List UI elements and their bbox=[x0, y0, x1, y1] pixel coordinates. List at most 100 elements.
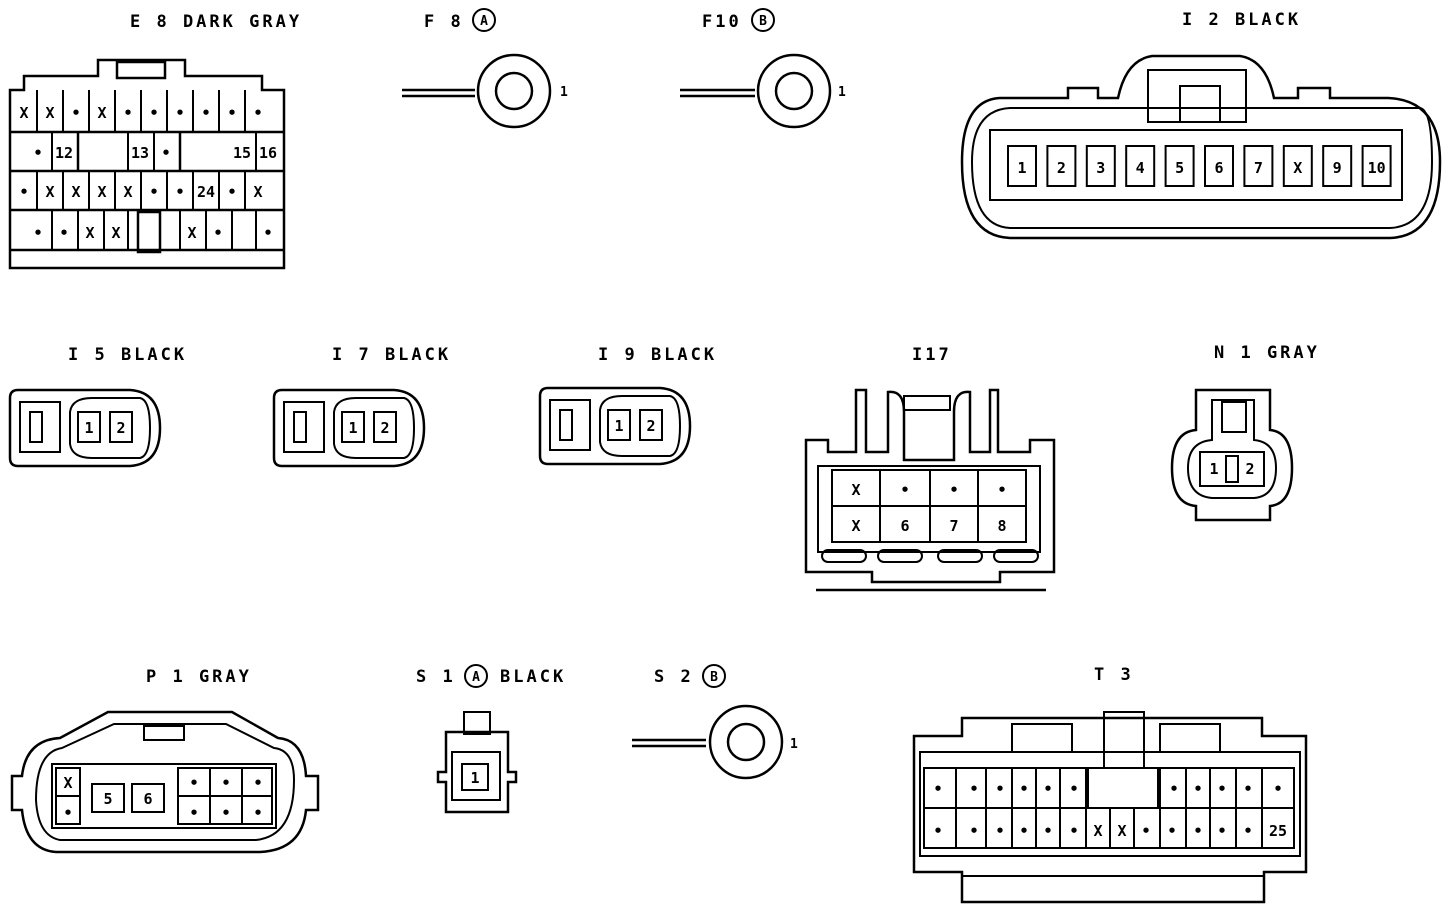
e8-pin: • bbox=[175, 183, 184, 201]
e8-pin: 13 bbox=[131, 144, 149, 162]
i17-pin: • bbox=[900, 481, 909, 499]
i2-pin: 5 bbox=[1175, 159, 1184, 177]
t3-pin: • bbox=[1141, 822, 1150, 840]
e8-pin: • bbox=[149, 104, 158, 122]
f8-title: F 8 bbox=[424, 12, 464, 32]
p1-pin: • bbox=[221, 804, 230, 822]
e8-pin: X bbox=[45, 183, 54, 201]
t3-pin: • bbox=[1193, 822, 1202, 840]
e8-pin: 12 bbox=[55, 144, 73, 162]
s1-pin: 1 bbox=[470, 769, 479, 787]
e8-pin: X bbox=[71, 183, 80, 201]
i9-pin: 2 bbox=[646, 417, 655, 435]
i2-pin: 9 bbox=[1333, 159, 1342, 177]
t3-pin: • bbox=[969, 822, 978, 840]
e8-pin: • bbox=[175, 104, 184, 122]
i5-pin: 1 bbox=[84, 419, 93, 437]
i17-pin: 7 bbox=[949, 517, 958, 535]
i7-pin: 1 bbox=[348, 419, 357, 437]
i17-pin: X bbox=[851, 517, 860, 535]
t3-pin: • bbox=[1019, 822, 1028, 840]
e8-pin: • bbox=[201, 104, 210, 122]
n1-pin: 2 bbox=[1245, 460, 1254, 478]
n1-title: N 1 GRAY bbox=[1214, 343, 1320, 363]
t3-pin: • bbox=[1243, 780, 1252, 798]
connector-f8: F 8 A 1 bbox=[402, 8, 568, 129]
i2-pin: 6 bbox=[1214, 159, 1223, 177]
t3-pin: • bbox=[1019, 780, 1028, 798]
t3-pin: • bbox=[995, 822, 1004, 840]
t3-pin: X bbox=[1093, 822, 1102, 840]
i2-pin: 7 bbox=[1254, 159, 1263, 177]
t3-title: T 3 bbox=[1094, 665, 1134, 685]
i2-pin: 4 bbox=[1136, 159, 1145, 177]
s1-badge: A bbox=[472, 670, 480, 685]
t3-pin: • bbox=[1169, 780, 1178, 798]
e8-pin: • bbox=[213, 224, 222, 242]
e8-pin: • bbox=[33, 144, 42, 162]
t3-pin: • bbox=[1043, 822, 1052, 840]
i17-pin: 8 bbox=[997, 517, 1006, 535]
f10-pin: 1 bbox=[838, 85, 846, 100]
p1-pin: • bbox=[63, 804, 72, 822]
e8-pin: • bbox=[19, 183, 28, 201]
connector-i7: I 7 BLACK 1 2 bbox=[272, 345, 451, 468]
e8-pin: • bbox=[227, 183, 236, 201]
t3-pin: • bbox=[1069, 780, 1078, 798]
p1-pin: X bbox=[63, 774, 72, 792]
t3-pin: • bbox=[969, 780, 978, 798]
i9-pin: 1 bbox=[614, 417, 623, 435]
connector-n1: N 1 GRAY 1 2 bbox=[1170, 343, 1320, 522]
e8-pin: X bbox=[253, 183, 262, 201]
i5-title: I 5 BLACK bbox=[68, 345, 187, 365]
s2-pin: 1 bbox=[790, 737, 798, 752]
i2-pin: 3 bbox=[1096, 159, 1105, 177]
t3-pin: • bbox=[1043, 780, 1052, 798]
t3-pin: • bbox=[933, 822, 942, 840]
e8-pin: X bbox=[123, 183, 132, 201]
t3-pin: • bbox=[933, 780, 942, 798]
s1-title: S 1 bbox=[416, 667, 456, 687]
e8-pin: • bbox=[161, 144, 170, 162]
e8-pin: • bbox=[33, 224, 42, 242]
e8-title: E 8 DARK GRAY bbox=[130, 12, 302, 32]
t3-pin: • bbox=[1217, 780, 1226, 798]
e8-pin: • bbox=[59, 224, 68, 242]
p1-pin: • bbox=[189, 804, 198, 822]
i7-pin: 2 bbox=[380, 419, 389, 437]
i2-title: I 2 BLACK bbox=[1182, 10, 1301, 30]
connector-s1: S 1 A BLACK 1 bbox=[416, 664, 563, 814]
i17-pin: • bbox=[997, 481, 1006, 499]
t3-pin: • bbox=[1193, 780, 1202, 798]
e8-pin: • bbox=[253, 104, 262, 122]
i9-title: I 9 BLACK bbox=[598, 345, 717, 365]
e8-pin: 15 bbox=[233, 144, 251, 162]
i17-pin: • bbox=[949, 481, 958, 499]
i2-pin: 1 bbox=[1017, 159, 1026, 177]
connector-f10: F10 B 1 bbox=[680, 8, 846, 129]
e8-pin: • bbox=[263, 224, 272, 242]
t3-pin: • bbox=[1217, 822, 1226, 840]
connector-i5: I 5 BLACK 1 2 bbox=[8, 345, 187, 468]
t3-pin: • bbox=[1273, 780, 1282, 798]
e8-pin: • bbox=[227, 104, 236, 122]
p1-pin: 6 bbox=[143, 790, 152, 808]
s2-badge: B bbox=[710, 670, 718, 685]
f8-badge: A bbox=[480, 14, 488, 29]
connector-i9: I 9 BLACK 1 2 bbox=[538, 345, 717, 466]
f10-title: F10 bbox=[702, 12, 742, 32]
f8-pin: 1 bbox=[560, 85, 568, 100]
p1-title: P 1 GRAY bbox=[146, 667, 252, 687]
t3-pin: • bbox=[1243, 822, 1252, 840]
e8-pin: X bbox=[19, 104, 28, 122]
p1-pin: 5 bbox=[103, 790, 112, 808]
e8-pin: • bbox=[71, 104, 80, 122]
i2-pin: X bbox=[1293, 159, 1302, 177]
i7-title: I 7 BLACK bbox=[332, 345, 451, 365]
